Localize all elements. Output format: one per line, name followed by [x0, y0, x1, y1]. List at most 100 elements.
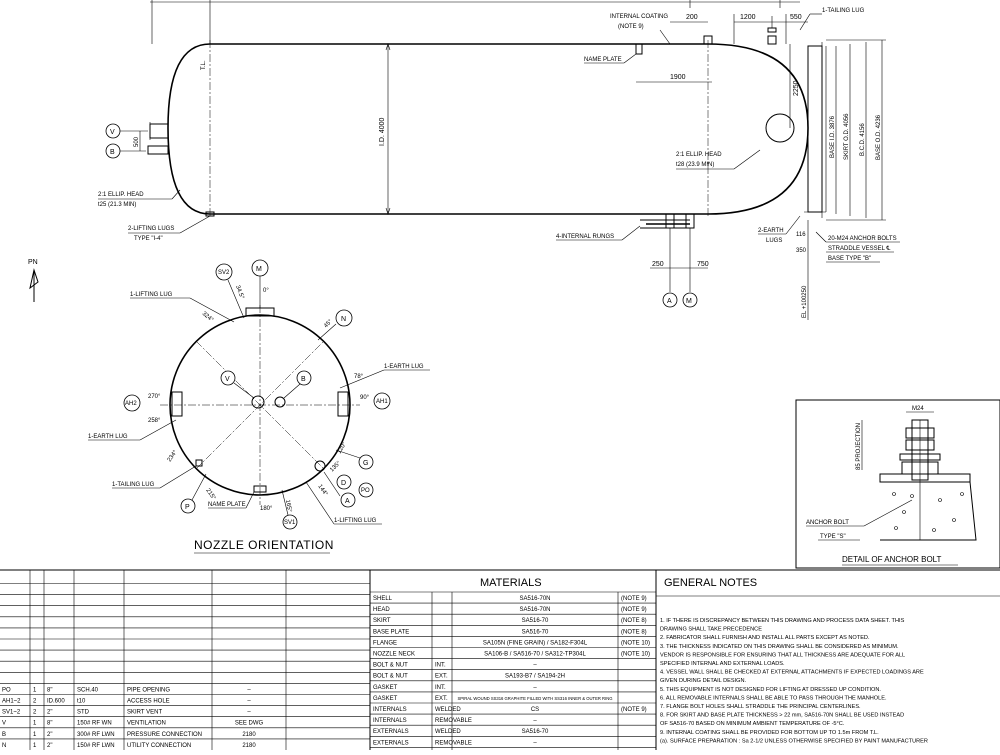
- base-type-label: BASE TYPE "B": [828, 256, 871, 262]
- nozzle-cell: 2": [47, 732, 52, 738]
- nozzle-cell: V: [2, 721, 6, 727]
- angle-34: 34.5°: [234, 285, 245, 301]
- material-spec: SA106-B / SA516-70 / SA312-TP304L: [484, 652, 586, 658]
- material-part: INTERNALS: [373, 718, 407, 724]
- anchor-bolts-label: 20-M24 ANCHOR BOLTS: [828, 236, 897, 242]
- name-plate-orient: NAME PLATE: [208, 502, 246, 508]
- material-part: SHELL: [373, 596, 393, 602]
- material-note: (NOTE 9): [621, 596, 647, 602]
- nozzle-cell: 2180: [242, 732, 256, 738]
- lifting-lug-bot: 1-LIFTING LUG: [334, 518, 377, 524]
- base-od-dim: BASE O.D. 4236: [876, 114, 882, 160]
- nozzle-cell: 2180: [242, 743, 256, 749]
- pn-label: PN: [28, 259, 38, 266]
- nozzle-cell: 2": [47, 743, 52, 749]
- nozzle-cell: B: [2, 732, 6, 738]
- material-part: EXTERNALS: [373, 740, 409, 746]
- nozzle-cell: PO: [2, 687, 11, 693]
- id-dim: I.D. 4000: [379, 117, 386, 146]
- nozzle-cell: 8": [47, 721, 52, 727]
- bubble-g: G: [363, 460, 368, 467]
- nozzle-cell: 2: [33, 699, 37, 705]
- bubble-m-elev: M: [686, 298, 692, 305]
- nozzle-cell: AH1~2: [2, 699, 21, 705]
- bubble-sv1: SV1: [284, 520, 296, 526]
- nozzle-cell: SKIRT VENT: [127, 710, 162, 716]
- material-note: (NOTE 9): [621, 607, 647, 613]
- vessel-elevation: T.L. I.D. 4000 V B 500 2:1 ELLIP. HEAD t…: [98, 0, 900, 320]
- general-note-line: GIVEN DURING DETAIL DESIGN.: [660, 678, 747, 684]
- material-spec: CS: [531, 707, 539, 713]
- projection-label: 85 PROJECTION: [856, 423, 862, 470]
- name-plate-elev: NAME PLATE: [584, 57, 622, 63]
- angle-270: 270°: [148, 394, 161, 400]
- straddle-label: STRADDLE VESSEL ℄: [828, 246, 890, 252]
- material-part: NOZZLE NECK: [373, 652, 415, 658]
- material-spec: SA516-70: [522, 629, 549, 635]
- nozzle-cell: 300# RF LWN: [77, 732, 115, 738]
- nozzle-cell: ACCESS HOLE: [127, 699, 170, 705]
- base-id-dim: BASE I.D. 3876: [830, 115, 836, 158]
- material-sub: WELDED: [435, 729, 461, 735]
- angle-215: 215°: [204, 488, 216, 502]
- ellip-head-right-1: 2:1 ELLIP. HEAD: [676, 152, 722, 158]
- anchor-detail-title: DETAIL OF ANCHOR BOLT: [842, 555, 942, 564]
- skirt-od-dim: SKIRT O.D. 4056: [844, 113, 850, 160]
- dim-200: 200: [686, 14, 698, 21]
- nozzle-cell: 1: [33, 721, 37, 727]
- earth-lug-left: 1-EARTH LUG: [88, 434, 128, 440]
- general-note-line: 4. VESSEL WALL SHALL BE CHECKED AT EXTER…: [660, 670, 924, 676]
- bubble-a-orient: A: [345, 498, 350, 505]
- material-spec: SA516-70: [522, 618, 549, 624]
- bubble-n: N: [341, 316, 346, 323]
- general-note-line: 5. THIS EQUIPMENT IS NOT DESIGNED FOR LI…: [660, 687, 881, 693]
- nozzle-cell: 2: [33, 710, 37, 716]
- nozzle-cell: SV1~2: [2, 710, 21, 716]
- material-part: INTERNALS: [373, 707, 407, 713]
- bubble-b-elev: B: [110, 149, 115, 156]
- angle-78: 78°: [354, 374, 364, 380]
- general-note-line: DRAWING SHALL TAKE PRECEDENCE: [660, 627, 762, 633]
- orientation-title: NOZZLE ORIENTATION: [194, 538, 334, 552]
- material-part: BOLT & NUT: [373, 663, 408, 669]
- angle-165: 165°: [284, 499, 292, 513]
- nozzle-cell: –: [247, 687, 251, 693]
- earth-lugs-2: LUGS: [766, 238, 782, 244]
- dim-500: 500: [134, 136, 140, 147]
- nozzle-cell: 1: [33, 732, 37, 738]
- nozzle-cell: PRESSURE CONNECTION: [127, 732, 202, 738]
- bubble-ah2: AH2: [125, 401, 137, 407]
- dim-350: 350: [796, 248, 807, 254]
- general-note-line: 3. THE THICKNESS INDICATED ON THIS DRAWI…: [660, 644, 899, 650]
- bubble-p: P: [185, 504, 190, 511]
- tl-label: T.L.: [201, 60, 207, 70]
- material-spec: SA105N (FINE GRAIN) / SA182-F304L: [483, 640, 588, 646]
- dim-1900: 1900: [670, 74, 686, 81]
- nozzle-cell: t10: [77, 699, 86, 705]
- angle-234: 234°: [167, 449, 179, 463]
- material-spec: SPIRAL WOUND SS316 GRAPHITE FILLED WITH …: [457, 696, 612, 701]
- nozzle-cell: VENTILATION: [127, 721, 166, 727]
- nozzle-cell: ID.600: [47, 699, 65, 705]
- bubble-ah1: AH1: [376, 399, 388, 405]
- material-part: SKIRT: [373, 618, 391, 624]
- material-sub: REMOVABLE: [435, 740, 472, 746]
- internal-coating: INTERNAL COATING: [610, 14, 668, 20]
- general-notes: GENERAL NOTES 1. IF THERE IS DISCREPANCY…: [656, 577, 1000, 744]
- anchor-bolt-detail: M24 85 PROJECTION ANCHOR BOLT TYPE "S" D…: [795, 399, 1000, 569]
- material-note: (NOTE 9): [621, 707, 647, 713]
- nozzle-cell: 8": [47, 687, 52, 693]
- nozzle-cell: 1: [33, 687, 37, 693]
- dim-1200: 1200: [740, 14, 756, 21]
- general-note-line: 9. INTERNAL COATING SHALL BE PROVIDED FO…: [660, 730, 879, 736]
- bubble-v-elev: V: [110, 129, 115, 136]
- material-spec: SA516-70N: [519, 596, 550, 602]
- nozzle-cell: 1: [33, 743, 37, 749]
- nozzle-cell: SCH.40: [77, 687, 99, 693]
- bubble-po: PO: [361, 488, 370, 494]
- material-spec: –: [533, 685, 537, 691]
- angle-258: 258°: [148, 418, 161, 424]
- general-note-line: 1. IF THERE IS DISCREPANCY BETWEEN THIS …: [660, 618, 905, 624]
